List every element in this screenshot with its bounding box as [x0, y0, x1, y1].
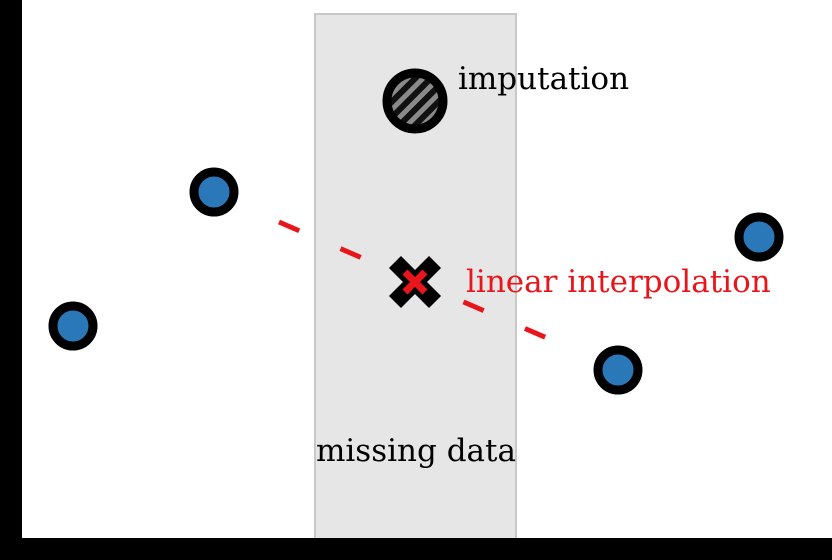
x-axis	[0, 538, 832, 560]
observed-points	[48, 167, 784, 395]
observed-point	[734, 212, 784, 262]
y-axis	[0, 0, 22, 560]
imputation-marker-icon	[382, 68, 448, 134]
observed-point	[593, 345, 643, 395]
interpolation-cross-icon	[388, 255, 442, 309]
linear-interpolation-label: linear interpolation	[466, 264, 771, 300]
imputation-label: imputation	[458, 61, 629, 97]
observed-point	[189, 167, 239, 217]
missing-data-label: missing data	[316, 433, 516, 469]
observed-point	[48, 301, 98, 351]
